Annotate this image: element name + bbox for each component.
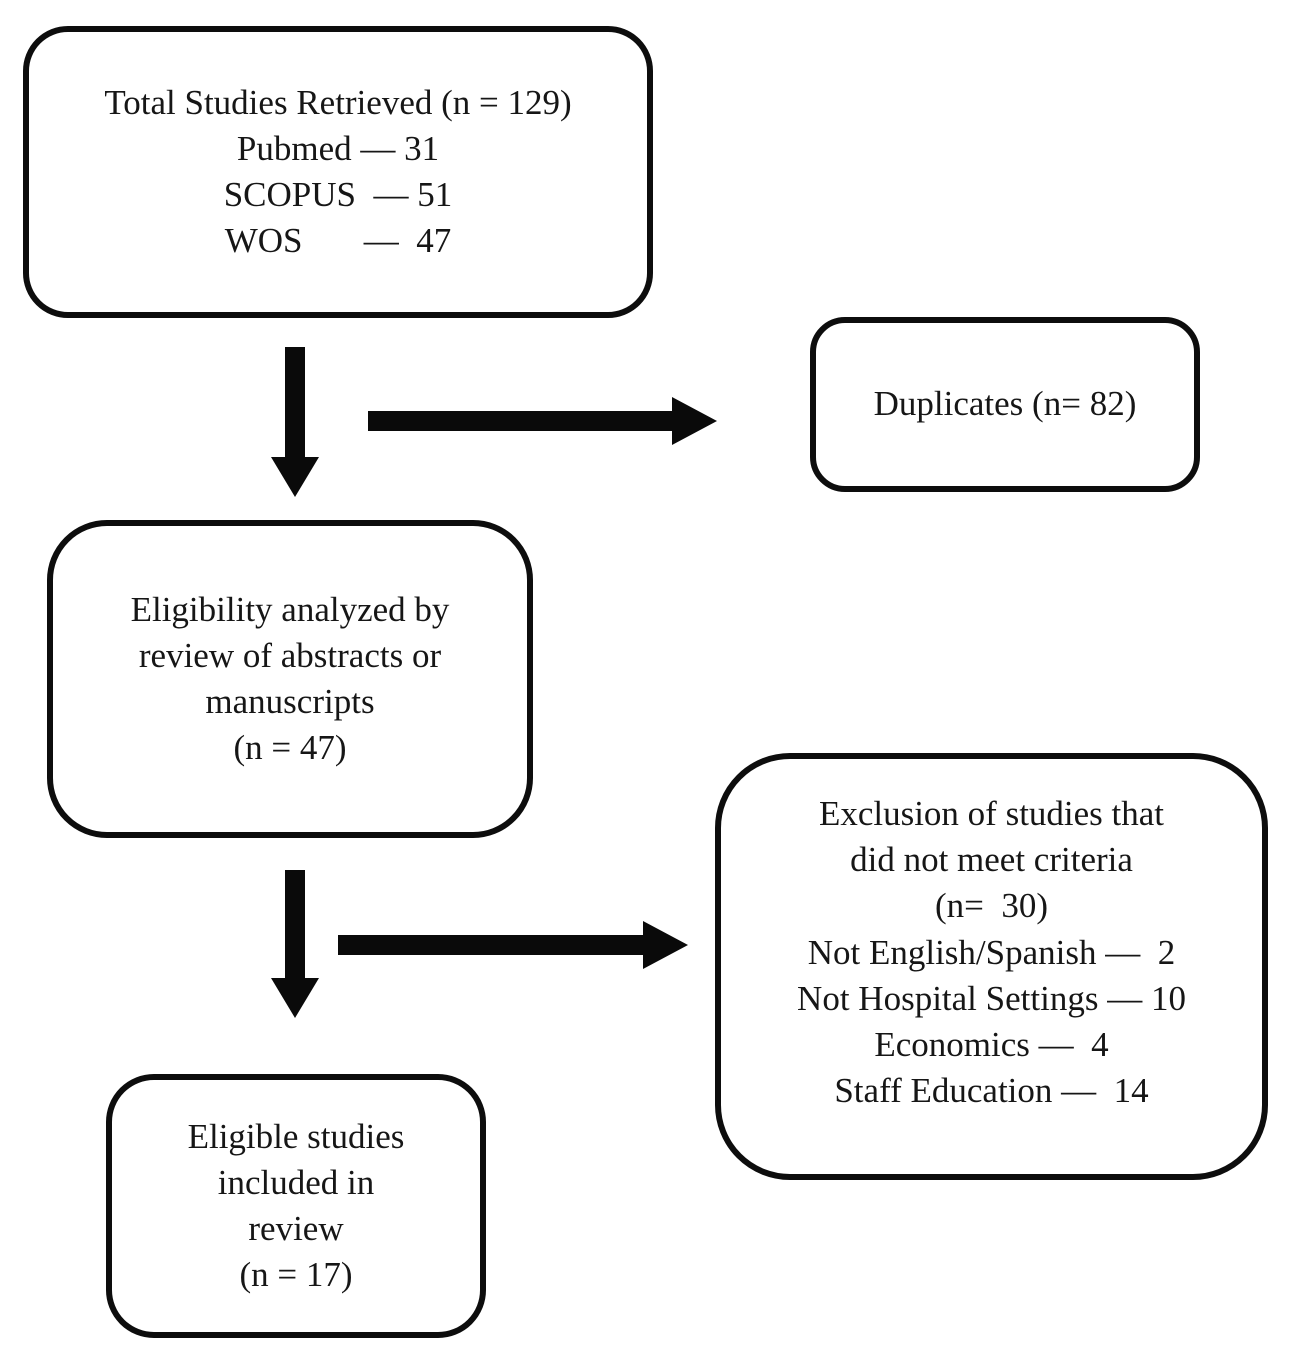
exclusion-not-english-spanish: Not English/Spanish — 2 <box>807 932 1176 972</box>
exclusion-staff-education: Staff Education — 14 <box>834 1071 1149 1111</box>
eligibility-line-1: Eligibility analyzed by <box>130 589 450 629</box>
exclusion-not-hospital-settings: Not Hospital Settings — 10 <box>797 978 1186 1018</box>
eligible-studies-box: Eligible studies included in review (n =… <box>106 1074 486 1338</box>
total-studies-box: Total Studies Retrieved (n = 129) Pubmed… <box>23 26 653 318</box>
exclusion-economics: Economics — 4 <box>874 1024 1109 1064</box>
total-studies-wos: WOS — 47 <box>224 221 452 261</box>
arrowhead-down-icon <box>271 457 319 497</box>
arrow-right-to-exclusion <box>338 935 643 955</box>
eligible-line-3: review <box>248 1209 344 1248</box>
eligible-count: (n = 17) <box>239 1255 353 1295</box>
exclusion-box: Exclusion of studies that did not meet c… <box>715 753 1268 1180</box>
eligibility-analyzed-box: Eligibility analyzed by review of abstra… <box>47 520 533 838</box>
arrowhead-down-icon <box>271 978 319 1018</box>
total-studies-pubmed: Pubmed — 31 <box>236 128 440 168</box>
eligibility-line-2: review of abstracts or <box>138 635 442 675</box>
eligible-line-2: included in <box>217 1162 375 1202</box>
total-studies-title: Total Studies Retrieved (n = 129) <box>104 82 572 122</box>
exclusion-title-1: Exclusion of studies that <box>818 794 1165 833</box>
exclusion-count: (n= 30) <box>934 886 1049 926</box>
duplicates-box: Duplicates (n= 82) <box>810 317 1200 492</box>
eligibility-count: (n = 47) <box>233 728 347 768</box>
total-studies-scopus: SCOPUS — 51 <box>223 175 453 214</box>
arrowhead-right-icon <box>643 921 688 969</box>
exclusion-title-2: did not meet criteria <box>850 840 1133 880</box>
arrow-right-to-duplicates <box>368 411 674 431</box>
eligibility-line-3: manuscripts <box>205 682 375 721</box>
duplicates-label: Duplicates (n= 82) <box>873 384 1137 424</box>
eligible-line-1: Eligible studies <box>187 1116 405 1156</box>
arrow-down-eligibility-to-eligible <box>285 870 305 980</box>
arrow-down-total-to-eligibility <box>285 347 305 459</box>
arrowhead-right-icon <box>672 397 717 445</box>
